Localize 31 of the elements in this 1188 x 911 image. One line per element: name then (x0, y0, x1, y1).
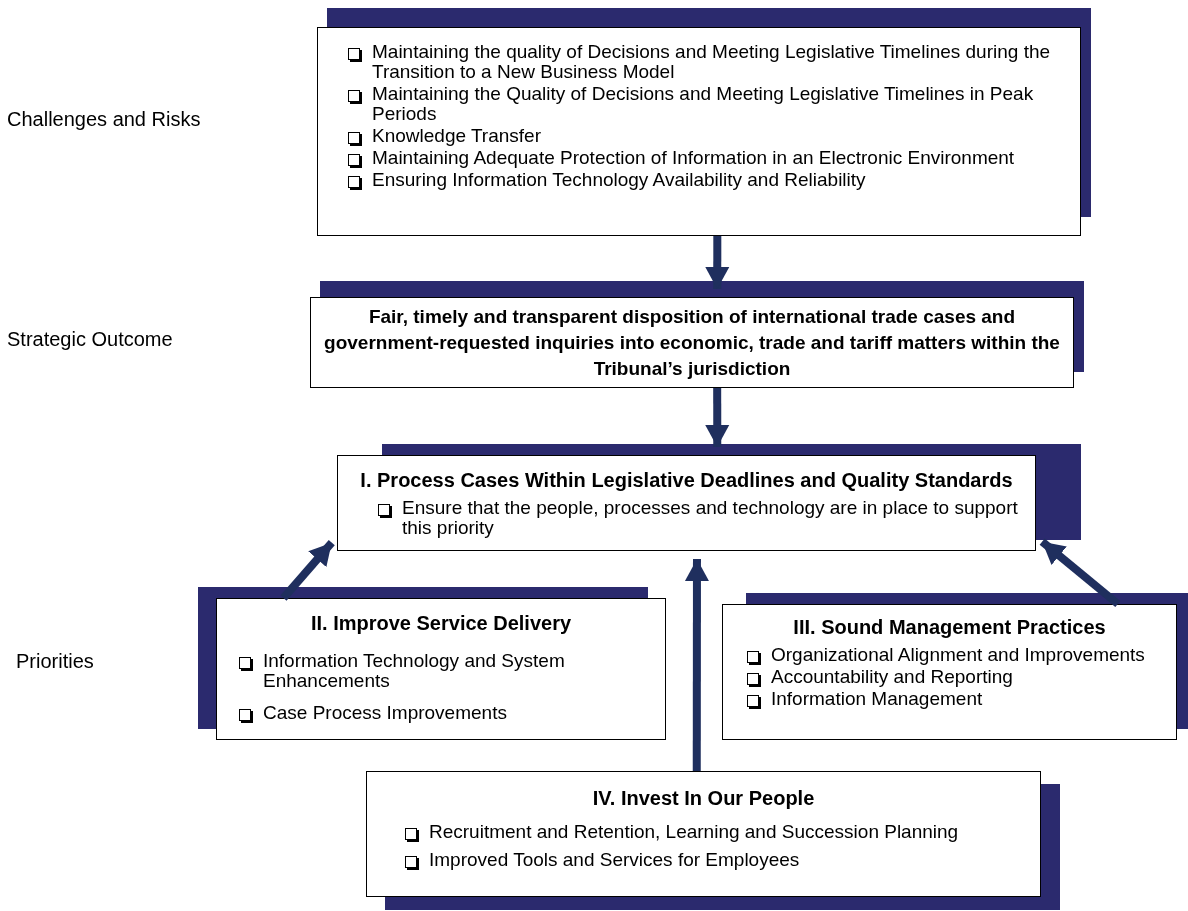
bullet-text: Ensure that the people, processes and technology are in place to support this priority (402, 498, 1019, 538)
priority-heading: III. Sound Management Practices (792, 615, 1107, 639)
block-arrow (705, 236, 730, 289)
row-label: Strategic Outcome (7, 328, 173, 351)
row-label: Priorities (16, 650, 94, 673)
bullet-text: Information Management (771, 689, 983, 709)
bullet-text: Case Process Improvements (263, 703, 507, 723)
bullet-text: Recruitment and Retention, Learning and Succession Planning (429, 822, 959, 842)
text-box (722, 604, 1177, 740)
priority-heading: II. Improve Service Delivery (309, 611, 573, 635)
bullet-text: Maintaining the quality of Decisions and Meeting Legislative Timelines during the Transition to a New Business Model (372, 42, 1052, 82)
text-box (310, 297, 1074, 388)
text-box (317, 27, 1081, 236)
block-arrow (280, 540, 335, 601)
bullet-text: Maintaining Adequate Protection of Information in an Electronic Environment (372, 148, 1015, 168)
outcome-text: Fair, timely and transparent disposition of international trade cases and government-requested inquiries into economic, trade and tariff matters within the Tribunal’s jurisdiction (323, 304, 1061, 381)
bullet-text: Ensuring Information Technology Availability and Reliability (372, 170, 866, 190)
bullet-text: Accountability and Reporting (771, 667, 1013, 687)
bullet-text: Organizational Alignment and Improvements (771, 645, 1145, 665)
block-arrow (705, 388, 730, 447)
priority-heading: IV. Invest In Our People (591, 786, 816, 810)
bullet-text: Knowledge Transfer (372, 126, 541, 146)
bullet-text: Improved Tools and Services for Employees (429, 850, 800, 870)
text-box (216, 598, 666, 740)
bullet-text: Information Technology and System Enhancements (263, 651, 566, 691)
text-box (366, 771, 1041, 897)
priority-heading: I. Process Cases Within Legislative Deadlines and Quality Standards (359, 468, 1014, 492)
block-arrow (1039, 538, 1121, 608)
bullet-text: Maintaining the Quality of Decisions and Meeting Legislative Timelines in Peak Periods (372, 84, 1035, 124)
text-box (337, 455, 1036, 551)
row-label: Challenges and Risks (7, 108, 201, 131)
